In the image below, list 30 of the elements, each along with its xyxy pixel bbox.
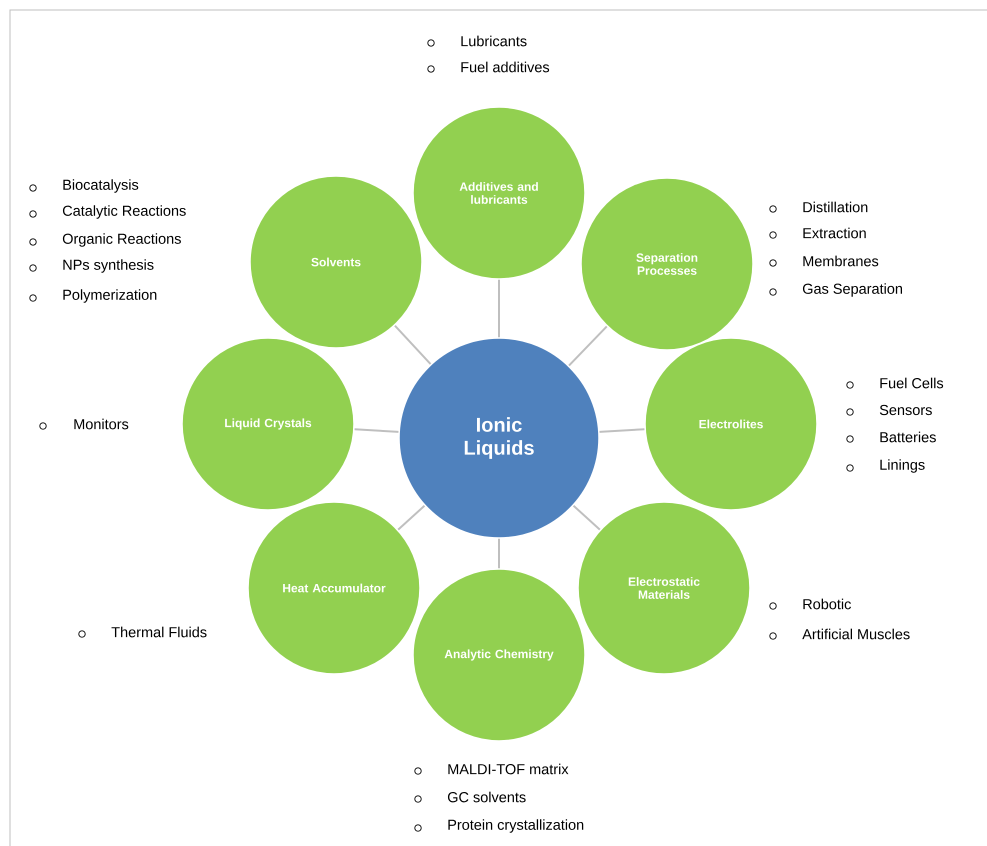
bullet-item: Membranes [803,256,878,266]
bullet-item: Sensors [880,404,932,416]
bullet-item: Robotic [803,598,851,610]
bullet-item: Fuel Cells [880,378,944,388]
connector-line [498,280,500,338]
connector-line [498,538,500,568]
bullet-item: Polymerization [63,289,156,303]
bullet-item: MALDI-TOF matrix [448,764,568,774]
bullet-item: Lubricants [461,36,527,46]
bullet-item: Linings [880,459,925,473]
connector-line [394,324,432,365]
bullet-item: Batteries [880,432,936,442]
bullet-item: Artificial Muscles [802,628,910,640]
connector-line [354,428,398,433]
bullet-item: Catalytic Reactions [62,205,186,219]
bullet-item: Organic Reactions [62,233,181,247]
bullet-item: Fuel additives [461,62,550,72]
bullet-item: Protein crystallization [448,819,584,833]
connector-line [572,505,600,530]
bullet-item: Distillation [803,202,868,212]
connector-line [398,505,426,530]
bullet-item: Monitors [74,418,128,430]
bullet-item: GC solvents [448,792,526,802]
connector-line [568,326,608,366]
bullet-item: Extraction [803,228,866,238]
bullet-item: Biocatalysis [63,179,138,193]
bullet-item: Gas Separation [802,283,902,297]
connector-line [600,428,644,433]
bullet-item: NPs synthesis [63,259,154,273]
bullet-item: Thermal Fluids [112,626,207,638]
